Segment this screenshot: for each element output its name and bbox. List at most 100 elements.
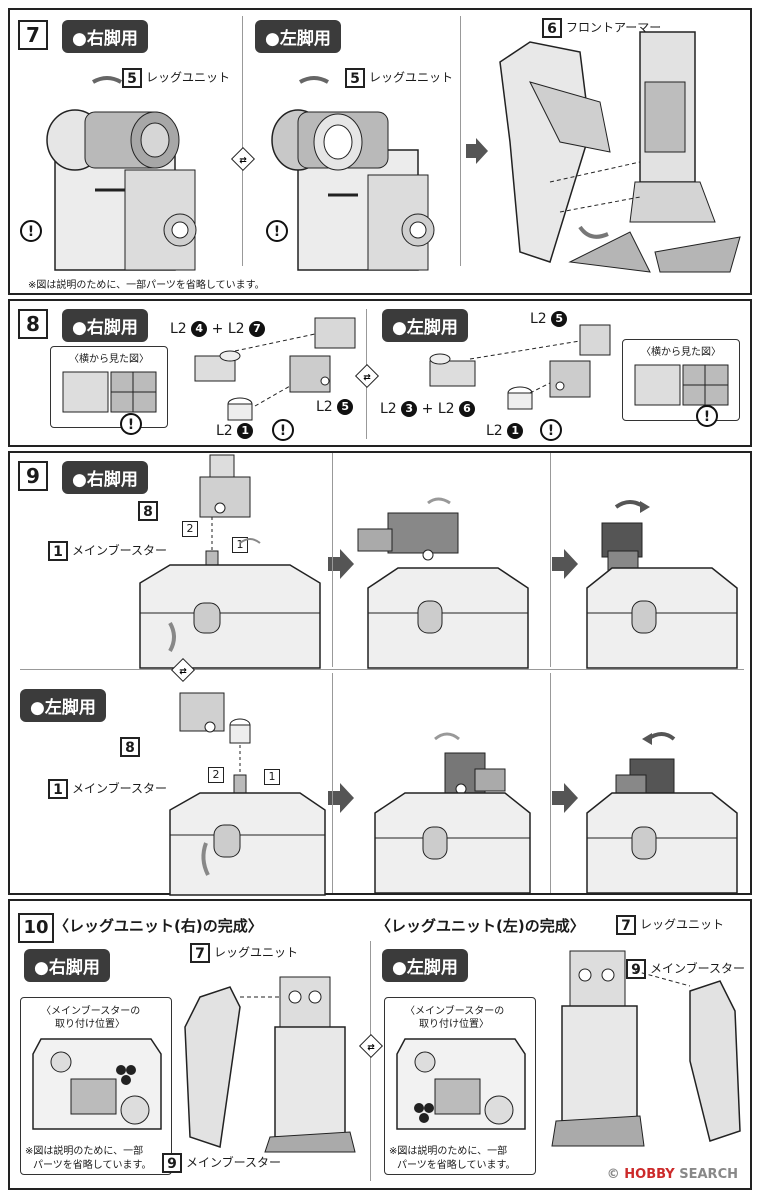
part-number: 5 (122, 68, 142, 88)
booster-attach-right-3 (586, 500, 738, 669)
booster-attach-left-1 (169, 692, 326, 896)
part-8-label: 8 (120, 737, 144, 757)
part-number: 7 (616, 915, 636, 935)
l2-parts-label: L2 5 (316, 399, 354, 415)
next-step-arrow (552, 783, 578, 813)
plus-sign: + (211, 321, 224, 337)
part-name: メインブースター (72, 543, 168, 558)
booster-attach-left-3 (586, 732, 738, 894)
part-number: 9 (626, 959, 646, 979)
l2-parts-label: L2 3 + L2 6 (380, 401, 475, 417)
warning-icon: ! (540, 419, 562, 441)
step-number: 7 (18, 20, 48, 50)
mount-position-illustration (396, 1038, 526, 1130)
mount-box-title: 〈メインブースターの (41, 1006, 141, 1017)
completion-title-right: 〈レッグユニット(右)の完成〉 (54, 917, 263, 935)
l2-parts-label: L2 1 (216, 423, 254, 439)
divider (550, 453, 551, 667)
sub-step-2: 2 (208, 767, 228, 783)
omission-note: パーツを省略しています。 (33, 1160, 152, 1171)
plus-sign: + (421, 401, 434, 417)
part-number: 7 (248, 321, 265, 337)
part-number: 1 (237, 423, 254, 439)
mount-box-title: 取り付け位置〉 (419, 1019, 489, 1030)
left-leg-label: ●左脚用 (20, 689, 106, 722)
mount-position-illustration (32, 1038, 162, 1130)
part-name: メインブースター (72, 781, 168, 796)
omission-note: ※図は説明のために、一部パーツを省略しています。 (28, 280, 265, 291)
sub-step-1: 1 (264, 769, 284, 785)
part-number: 1 (48, 779, 68, 799)
part-number: 6 (458, 401, 475, 417)
part-number: 5 (551, 311, 568, 327)
runner-label: L2 (380, 401, 397, 417)
svg-text:⇄: ⇄ (363, 373, 371, 383)
part-number: 3 (401, 401, 418, 417)
part-name: レッグユニット (214, 945, 299, 960)
leg-unit-left-illustration (271, 76, 435, 271)
warning-icon: ! (696, 405, 718, 427)
divider (332, 673, 333, 893)
mount-position-box: 〈メインブースターの 取り付け位置〉 ※図は説明のために、一部 パーツを省略して… (20, 997, 172, 1175)
side-view-box: 〈横から見た図〉 (50, 346, 168, 428)
step-number: 10 (18, 913, 54, 943)
next-step-arrow (466, 138, 488, 164)
mount-position-box: 〈メインブースターの 取り付け位置〉 ※図は説明のために、一部 パーツを省略して… (384, 997, 536, 1175)
right-leg-label: ●右脚用 (62, 461, 148, 494)
part-number: 7 (190, 943, 210, 963)
svg-text:⇄: ⇄ (179, 667, 187, 677)
mount-box-title: 〈メインブースターの (405, 1006, 505, 1017)
sub-step-2: 2 (182, 521, 202, 537)
svg-text:⇄: ⇄ (367, 1043, 375, 1053)
sub-step-number: 2 (182, 521, 198, 537)
side-view-illustration (634, 364, 729, 406)
part-5-label: 5 レッグユニット (122, 68, 230, 88)
warning-icon: ! (266, 220, 288, 242)
leg-unit-right-illustration (46, 76, 197, 271)
completed-leg-left-illustration (551, 950, 741, 1147)
part-1-label: 1 メインブースター (48, 779, 167, 799)
runner-label: L2 (530, 311, 547, 327)
svg-text:⇄: ⇄ (239, 156, 247, 166)
l2-parts-label: L2 1 (486, 423, 524, 439)
part-number: 6 (542, 18, 562, 38)
completed-leg-right-illustration (184, 976, 356, 1153)
part-number: 5 (345, 68, 365, 88)
step-number: 9 (18, 461, 48, 491)
part-number: 1 (48, 541, 68, 561)
divider (550, 673, 551, 893)
sub-step-number: 2 (208, 767, 224, 783)
flip-direction-icon: ⇄ (230, 146, 256, 172)
part-number: 8 (120, 737, 140, 757)
left-joint-parts-illustration (429, 324, 611, 410)
next-step-arrow (552, 549, 578, 579)
mount-box-title: 取り付け位置〉 (55, 1019, 125, 1030)
next-step-arrow (328, 783, 354, 813)
watermark-suffix: SEARCH (679, 1167, 738, 1182)
part-name: メインブースター (186, 1155, 282, 1170)
right-leg-label: ●右脚用 (24, 949, 110, 982)
part-name: レッグユニット (369, 70, 454, 85)
part-number: 9 (162, 1153, 182, 1173)
step-9-panel: 9 ●右脚用 ●左脚用 8 1 メインブースター 2 1 (8, 451, 752, 896)
left-leg-label: ●左脚用 (255, 20, 341, 53)
part-name: レッグユニット (146, 70, 231, 85)
warning-icon: ! (272, 419, 294, 441)
divider (370, 941, 371, 1181)
part-8-label: 8 (138, 501, 162, 521)
booster-attach-right-2 (357, 497, 529, 669)
step-10-panel: 10 〈レッグユニット(右)の完成〉 〈レッグユニット(左)の完成〉 ●右脚用 … (8, 899, 752, 1190)
runner-label: L2 (437, 401, 455, 417)
divider (242, 16, 243, 266)
front-armor-illustration (499, 31, 741, 273)
right-leg-label: ●右脚用 (62, 20, 148, 53)
omission-note: ※図は説明のために、一部 (389, 1146, 508, 1157)
divider (332, 453, 333, 667)
step-8-panel: 8 ●右脚用 ●左脚用 〈横から見た図〉 ! L2 4 + L2 7 L2 5 … (8, 299, 752, 447)
side-view-title: 〈横から見た図〉 (641, 347, 721, 358)
part-7-label: 7 レッグユニット (190, 943, 298, 963)
